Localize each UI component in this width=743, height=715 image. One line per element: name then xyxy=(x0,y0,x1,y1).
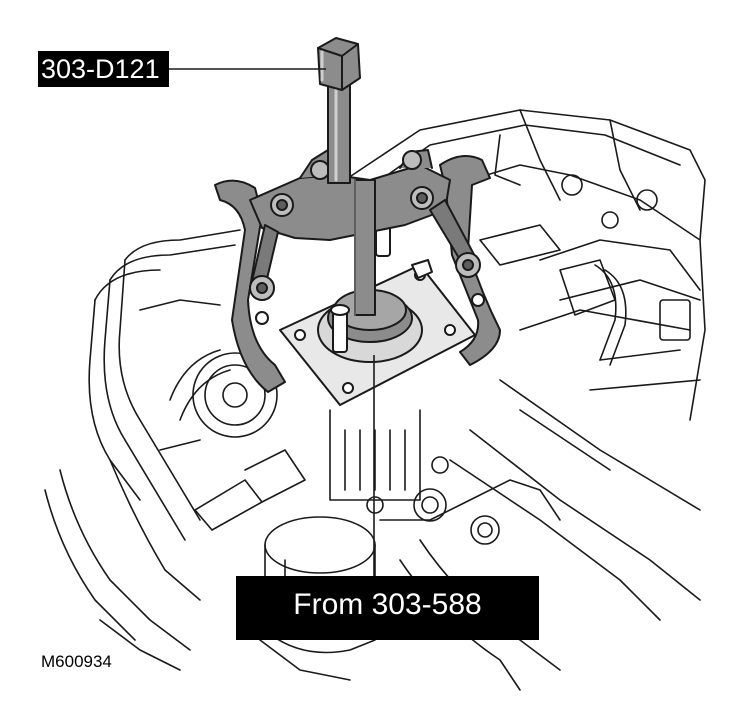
tool-number-callout: 303-D121 xyxy=(38,51,169,87)
yoke-bolt xyxy=(310,160,330,180)
forcing-screw xyxy=(354,179,376,316)
yoke-bolt xyxy=(402,150,422,170)
puller-tool xyxy=(214,37,501,406)
engine-block-outline xyxy=(44,109,706,691)
figure-id: M600934 xyxy=(41,652,112,671)
hex-head xyxy=(317,37,361,91)
screw-shaft-upper xyxy=(327,77,351,184)
plate-bolt-left xyxy=(332,309,348,353)
adapter-source-callout: From 303-588 xyxy=(236,576,539,640)
